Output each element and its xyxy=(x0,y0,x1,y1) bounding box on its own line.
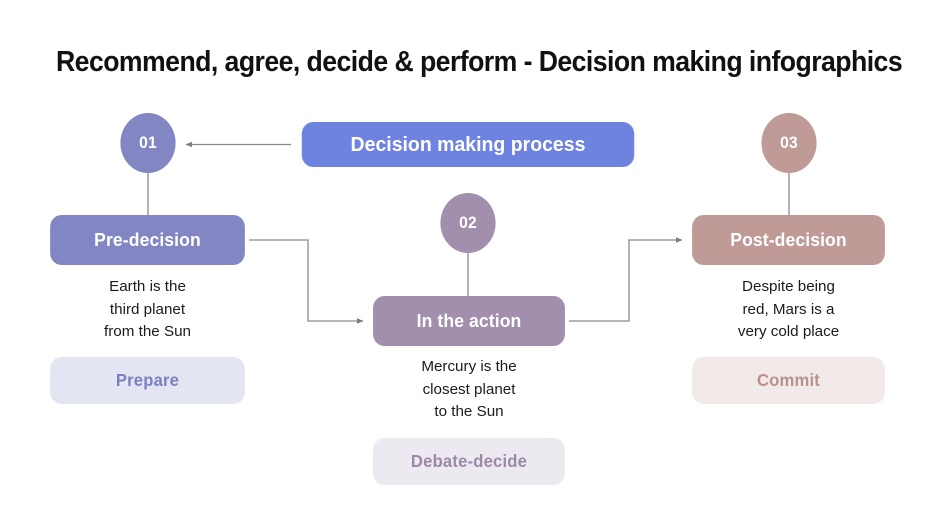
stage-tag-pill-commit[interactable]: Commit xyxy=(692,357,885,404)
stage-title-box-pre-decision[interactable]: Pre-decision xyxy=(50,215,245,265)
stage-title-box-in-the-action[interactable]: In the action xyxy=(373,296,565,346)
stage-number-circle-03[interactable]: 03 xyxy=(761,113,817,173)
stage-tag-pill-debate-decide[interactable]: Debate-decide xyxy=(373,438,565,485)
connector-stage1-to-stage2 xyxy=(249,239,364,324)
stage-title-box-post-decision[interactable]: Post-decision xyxy=(692,215,885,265)
page-title: Recommend, agree, decide & perform - Dec… xyxy=(56,46,903,78)
stage-number-circle-02[interactable]: 02 xyxy=(440,193,496,253)
stage-number-circle-01[interactable]: 01 xyxy=(120,113,176,173)
connector-stage2-to-stage3 xyxy=(569,237,683,322)
stage-tag-pill-prepare[interactable]: Prepare xyxy=(50,357,245,404)
decision-making-process-header[interactable]: Decision making process xyxy=(301,122,635,167)
